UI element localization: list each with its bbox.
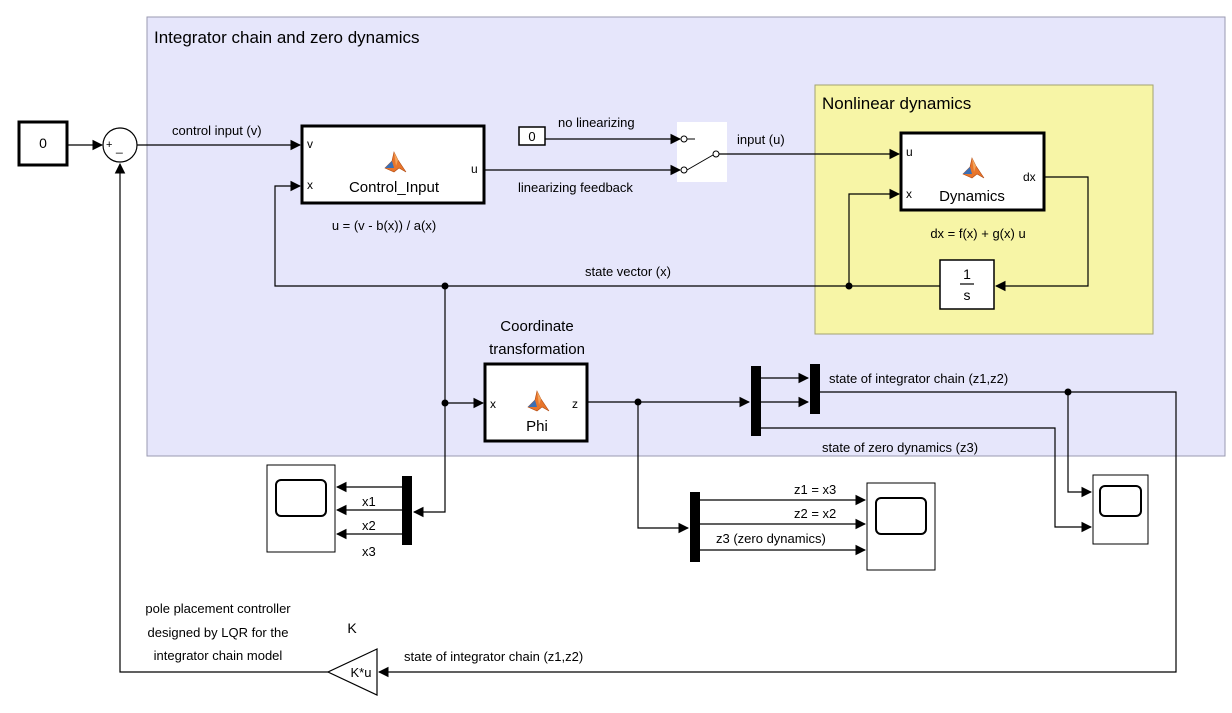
dynamics-annotation: dx = f(x) + g(x) u [930,226,1025,241]
signal-label-control-input: control input (v) [172,123,262,138]
demux-x-bar[interactable] [402,476,412,545]
sum-minus-sign: _ [115,140,123,154]
constant-ref-block[interactable] [17,120,69,167]
integrator-block[interactable] [939,259,995,310]
signal-label-z2: z2 = x2 [794,506,836,521]
signal-label-z3: z3 (zero dynamics) [716,531,826,546]
scope-icon[interactable] [866,482,936,571]
phi-port-z: z [572,397,578,411]
nonlinear-dynamics-area-title: Nonlinear dynamics [822,94,971,113]
signal-label-no-linearizing: no linearizing [558,115,635,130]
control-input-name: Control_Input [349,179,440,196]
demux-z-bar[interactable] [751,366,761,436]
gain-block[interactable] [326,648,378,696]
dynamics-port-u: u [906,145,913,159]
signal-label-state-vector: state vector (x) [585,264,671,279]
phi-title-line1: Coordinate [500,318,573,335]
sum-plus-sign: + [106,139,112,151]
signal-label-z1: z1 = x3 [794,482,836,497]
signal-label-x3: x3 [362,544,376,559]
switch-icon[interactable] [677,122,727,182]
constant-switch-block[interactable] [518,126,546,146]
control-input-annotation: u = (v - b(x)) / a(x) [332,218,436,233]
gain-caption-line1: pole placement controller [145,601,291,616]
integrator-chain-area-title: Integrator chain and zero dynamics [154,28,420,47]
signal-label-zero-dynamics: state of zero dynamics (z3) [822,440,978,455]
signal-label-x2: x2 [362,518,376,533]
dynamics-name: Dynamics [939,188,1005,205]
constant-ref-value: 0 [39,135,47,151]
signal-label-linearizing-feedback: linearizing feedback [518,180,633,195]
phi-port-x: x [490,397,496,411]
signal-label-input-u: input (u) [737,132,785,147]
signal-label-integrator-state-bottom: state of integrator chain (z1,z2) [404,649,583,664]
signal-label-integrator-state-top: state of integrator chain (z1,z2) [829,371,1008,386]
scope-icon[interactable] [266,464,336,553]
dynamics-port-x: x [906,187,912,201]
signal-label-x1: x1 [362,494,376,509]
phi-name: Phi [526,418,548,435]
gain-caption-line2: designed by LQR for the [148,625,289,640]
integrator-numerator: 1 [963,266,971,282]
dynamics-port-dx: dx [1023,170,1036,184]
junction-dots [441,282,1072,407]
scope-icon[interactable] [1092,474,1149,545]
gain-expression: K*u [351,665,372,680]
gain-caption-line3: integrator chain model [154,648,283,663]
gain-name: K [347,620,357,636]
control-input-port-v: v [307,137,313,151]
mux-z12-bar[interactable] [810,364,820,414]
constant-switch-value: 0 [528,129,535,144]
control-input-port-x: x [307,178,313,192]
control-input-port-u: u [471,162,478,176]
phi-title-line2: transformation [489,341,585,358]
signal-wires [67,133,1177,678]
demux-z-scope-bar[interactable] [690,492,700,562]
integrator-denominator: s [964,287,971,303]
